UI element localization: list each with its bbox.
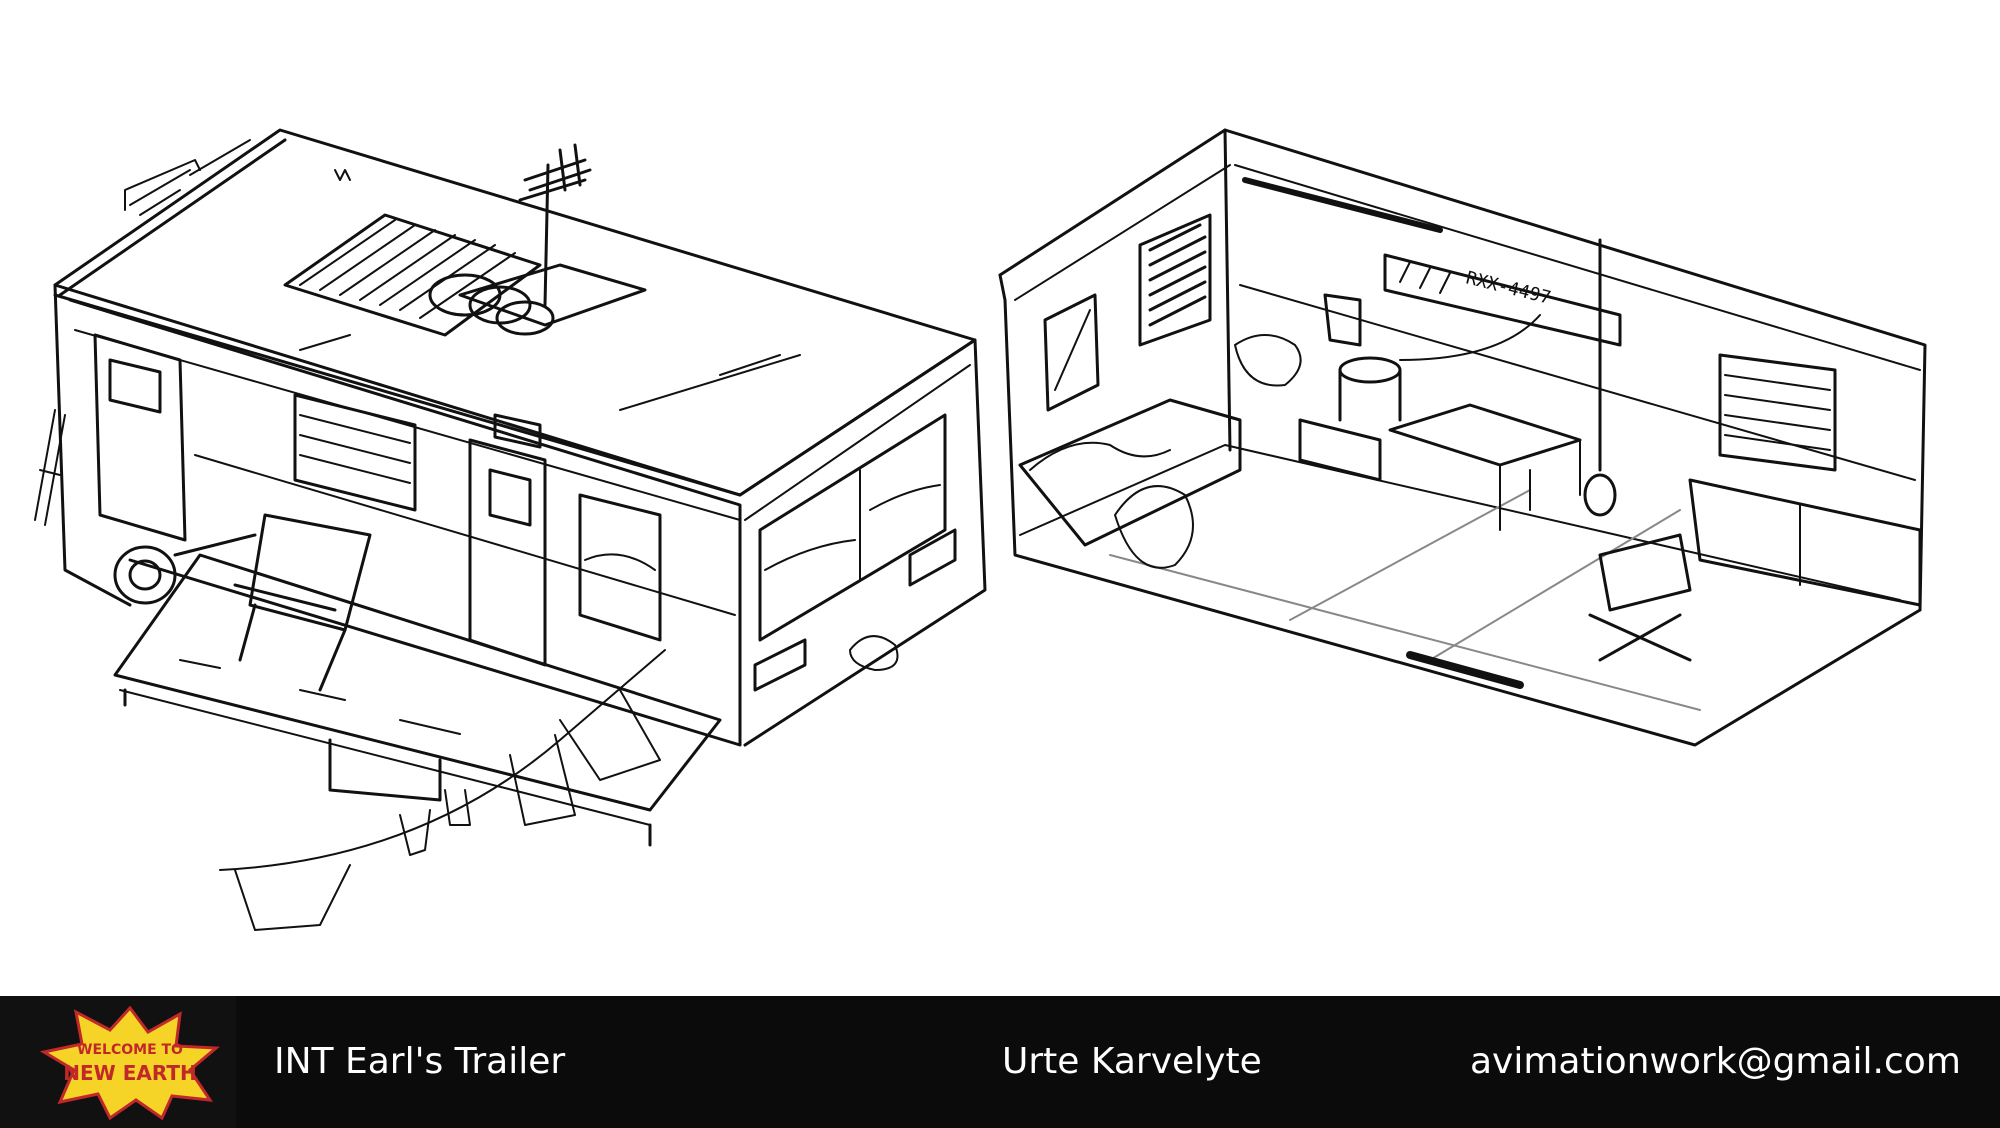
artist-name: Urte Karvelyte (1002, 1041, 1262, 1082)
welcome-to-new-earth-logo-icon: WELCOME TO NEW EARTH (40, 1005, 220, 1120)
logo-container: WELCOME TO NEW EARTH (0, 996, 236, 1128)
sketch-artwork (34, 128, 1927, 931)
sketch-canvas (34, 128, 1927, 931)
artist-email[interactable]: avimationwork@gmail.com (1470, 1041, 1961, 1082)
trailer-exterior-sketch (34, 128, 987, 931)
scene-title: INT Earl's Trailer (274, 1041, 566, 1082)
trailer-interior-sketch (998, 128, 1927, 747)
logo-text-bottom: NEW EARTH (63, 1061, 196, 1085)
footer-bar: WELCOME TO NEW EARTH INT Earl's Trailer … (0, 996, 2000, 1128)
logo-text-top: WELCOME TO (77, 1042, 183, 1058)
